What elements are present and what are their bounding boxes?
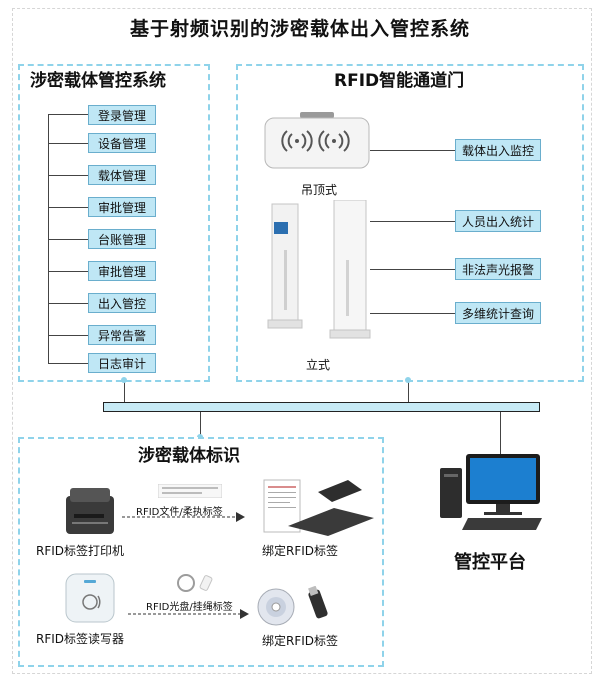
feature-multi-dim-query[interactable]: 多维统计查询 [455, 302, 542, 324]
tagged-disc-usb-image [257, 586, 328, 626]
arrow-right-icon [122, 512, 245, 522]
mgmt-tree-branch [48, 363, 88, 364]
feature-personnel-statistics[interactable]: 人员出入统计 [455, 210, 542, 232]
menu-item-audit-log[interactable]: 日志审计 [88, 353, 156, 373]
lanyard-tag-image [177, 574, 213, 592]
tag-reader-label: RFID标签读写器 [36, 632, 125, 646]
mgmt-tree-branch [48, 143, 88, 144]
arrow1-label: RFID文件/柔执标签 [136, 507, 223, 518]
menu-item-approval-2[interactable]: 审批管理 [88, 261, 156, 281]
tagged-document-image [263, 479, 374, 536]
menu-item-ledger[interactable]: 台账管理 [88, 229, 156, 249]
bus-link-mgmt [124, 380, 125, 402]
menu-item-access-control[interactable]: 出入管控 [88, 293, 156, 313]
mgmt-tree-branch [48, 175, 88, 176]
connector-line [370, 221, 455, 222]
mgmt-tree-branch [48, 271, 88, 272]
label-printer-icon [66, 488, 114, 534]
bus-link-gate [408, 380, 409, 402]
mgmt-tree-branch [48, 114, 88, 115]
mgmt-tree-branch [48, 335, 88, 336]
carrier-id-panel [18, 437, 384, 667]
mgmt-panel-title: 涉密载体管控系统 [26, 66, 170, 91]
connector-dot [405, 377, 411, 383]
mgmt-tree-trunk [48, 114, 49, 363]
ceiling-reader-label: 吊顶式 [301, 183, 338, 197]
management-pc-icon [440, 454, 542, 530]
mgmt-tree-branch [48, 303, 88, 304]
bind-label-2: 绑定RFID标签 [262, 634, 339, 648]
label-sample-image [158, 484, 222, 498]
connector-line [370, 269, 455, 270]
page-title: 基于射频识别的涉密载体出入管控系统 [129, 18, 470, 40]
menu-item-login[interactable]: 登录管理 [88, 105, 156, 125]
ceiling-reader-image [264, 112, 370, 169]
feature-carrier-monitoring[interactable]: 载体出入监控 [455, 139, 542, 161]
bind-label-1: 绑定RFID标签 [262, 544, 339, 558]
connector-line [370, 313, 455, 314]
carrier-id-title: 涉密载体标识 [134, 441, 244, 466]
standing-gate-image [267, 200, 371, 339]
connector-dot [121, 377, 127, 383]
tag-reader-icon [65, 573, 115, 623]
mgmt-tree-branch [48, 207, 88, 208]
label-printer-label: RFID标签打印机 [36, 544, 125, 558]
network-bus [103, 402, 540, 412]
arrow-right-icon [128, 609, 249, 619]
bus-link-carrier [200, 412, 201, 437]
menu-item-alarm[interactable]: 异常告警 [88, 325, 156, 345]
arrow2-label: RFID光盘/挂绳标签 [146, 602, 233, 613]
feature-illegal-alarm[interactable]: 非法声光报警 [455, 258, 542, 280]
menu-item-device[interactable]: 设备管理 [88, 133, 156, 153]
bus-link-platform [500, 412, 501, 454]
mgmt-tree-branch [48, 239, 88, 240]
outer-frame [12, 8, 592, 674]
menu-item-approval[interactable]: 审批管理 [88, 197, 156, 217]
connector-line [370, 150, 455, 151]
rfid-gate-title: RFID智能通道门 [330, 66, 469, 91]
menu-item-carrier[interactable]: 载体管理 [88, 165, 156, 185]
platform-label: 管控平台 [454, 552, 526, 573]
standing-gate-label: 立式 [306, 358, 331, 372]
